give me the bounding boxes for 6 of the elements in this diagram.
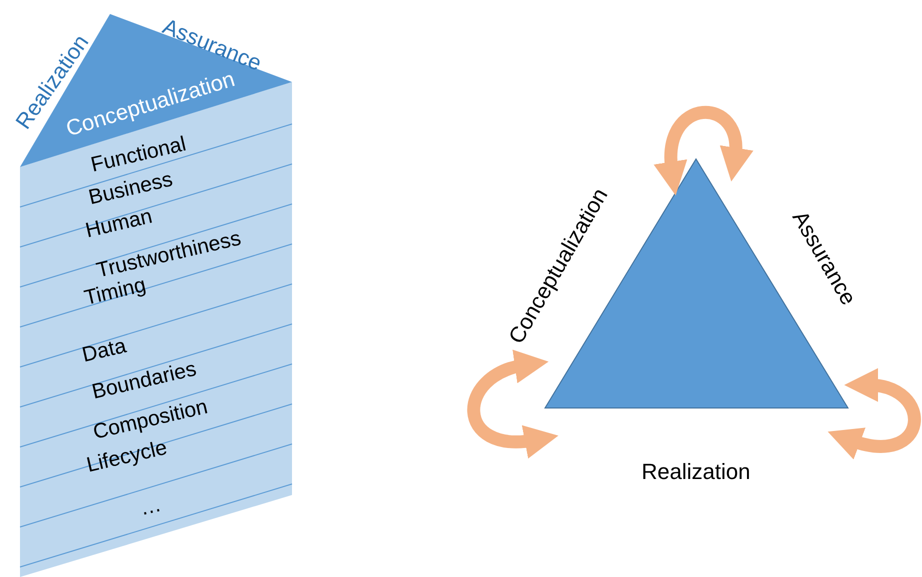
side-label: Realization	[642, 460, 750, 484]
loop-arrow	[467, 350, 559, 458]
layer-label: Data	[80, 334, 128, 366]
layer-label: …	[137, 492, 163, 520]
loop-arrow	[654, 106, 752, 196]
loop-arrow	[827, 369, 921, 460]
